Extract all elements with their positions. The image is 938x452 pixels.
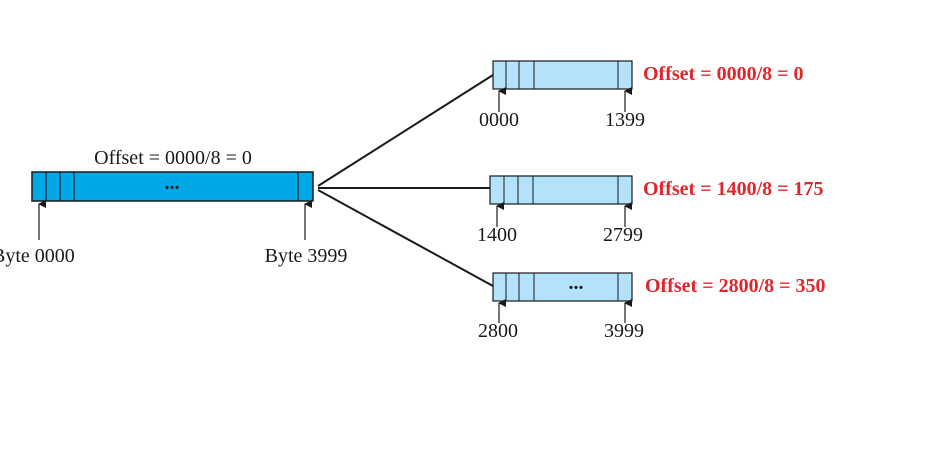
fragment-offset-label: Offset = 2800/8 = 350 xyxy=(645,275,826,297)
fragment-start-label: 1400 xyxy=(477,224,517,246)
connector-line xyxy=(317,74,494,187)
fragment-3: ... 2800 3999 Offset = 2800/8 = 350 xyxy=(478,272,826,342)
fragment-end-label: 3999 xyxy=(604,320,644,342)
original-datagram-bar xyxy=(31,171,314,202)
fragment-start-label: 0000 xyxy=(479,109,519,131)
fragment-start-label: 2800 xyxy=(478,320,518,342)
fragment-2: 1400 2799 Offset = 1400/8 = 175 xyxy=(477,175,824,246)
fragment-1: 0000 1399 Offset = 0000/8 = 0 xyxy=(479,60,804,131)
fragment-end-label: 2799 xyxy=(603,224,643,246)
fragment-end-label: 1399 xyxy=(605,109,645,131)
original-end-label: Byte 3999 xyxy=(265,245,348,267)
original-datagram: ... Offset = 0000/8 = 0 Byte 0000 Byte 3… xyxy=(0,147,347,267)
fragment-bar xyxy=(492,60,633,90)
original-offset-label: Offset = 0000/8 = 0 xyxy=(94,147,252,169)
connector-line xyxy=(317,189,494,287)
fragment-ellipsis: ... xyxy=(569,272,584,294)
fragment-offset-label: Offset = 1400/8 = 175 xyxy=(643,178,824,200)
fragment-bar xyxy=(489,175,633,205)
original-ellipsis: ... xyxy=(165,172,180,194)
fragment-bar xyxy=(492,272,633,302)
fragment-offset-label: Offset = 0000/8 = 0 xyxy=(643,63,804,85)
original-start-label: Byte 0000 xyxy=(0,245,75,267)
